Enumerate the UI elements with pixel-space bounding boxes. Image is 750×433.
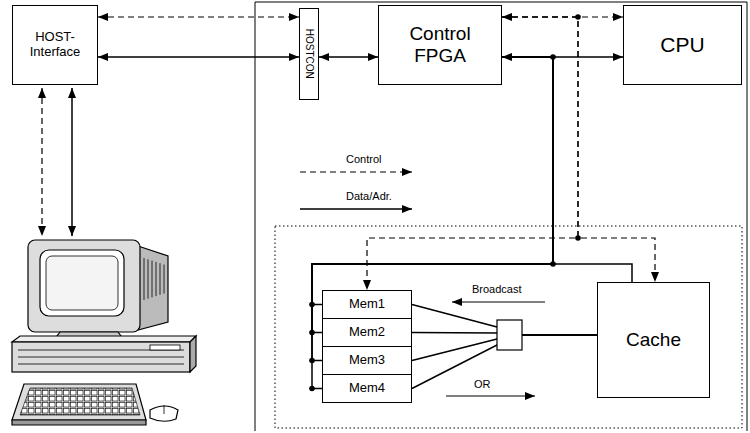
connector-box: HOSTCON xyxy=(299,8,319,100)
data-line xyxy=(502,57,632,282)
legend-text: Control xyxy=(344,153,383,165)
box-label: Mem2 xyxy=(349,325,385,340)
legend-control-line xyxy=(300,171,412,172)
control-line xyxy=(98,16,299,17)
data-line xyxy=(312,57,553,361)
box-label: Mem1 xyxy=(349,297,385,312)
or-gate-box xyxy=(497,320,522,350)
memory-region xyxy=(275,226,742,428)
cache-box: Cache xyxy=(597,282,710,398)
cpu-box: CPU xyxy=(623,5,742,85)
box-label: Control FPGA xyxy=(388,23,492,67)
box-label: Mem4 xyxy=(349,381,385,396)
memory-box: Mem1 xyxy=(322,290,412,319)
broadcast-arrow xyxy=(452,301,545,302)
memory-box: Mem3 xyxy=(322,346,412,375)
data-line xyxy=(312,57,553,305)
board-outline xyxy=(255,2,747,431)
data-line xyxy=(319,56,378,58)
data-arrow xyxy=(71,88,73,236)
broadcast-label: Broadcast xyxy=(470,283,524,295)
memory-box: Mem4 xyxy=(322,374,412,403)
host-interface-box: HOST- Interface xyxy=(12,5,98,85)
box-label: Mem3 xyxy=(349,353,385,368)
memory-box: Mem2 xyxy=(322,318,412,347)
legend-text: Data/Adr. xyxy=(344,190,394,202)
or-label: OR xyxy=(472,378,493,390)
fpga-box: Control FPGA xyxy=(378,5,502,85)
data-line xyxy=(312,57,553,389)
box-label: Cache xyxy=(626,329,681,351)
control-arrow xyxy=(41,88,42,236)
data-line xyxy=(312,57,553,333)
data-line xyxy=(98,56,299,58)
box-label: HOSTCON xyxy=(303,29,315,79)
box-label: CPU xyxy=(660,33,704,57)
computer-illustration xyxy=(12,240,196,425)
or-arrow xyxy=(446,395,535,396)
box-label: HOST- Interface xyxy=(22,30,88,60)
legend-data-line xyxy=(300,208,412,210)
